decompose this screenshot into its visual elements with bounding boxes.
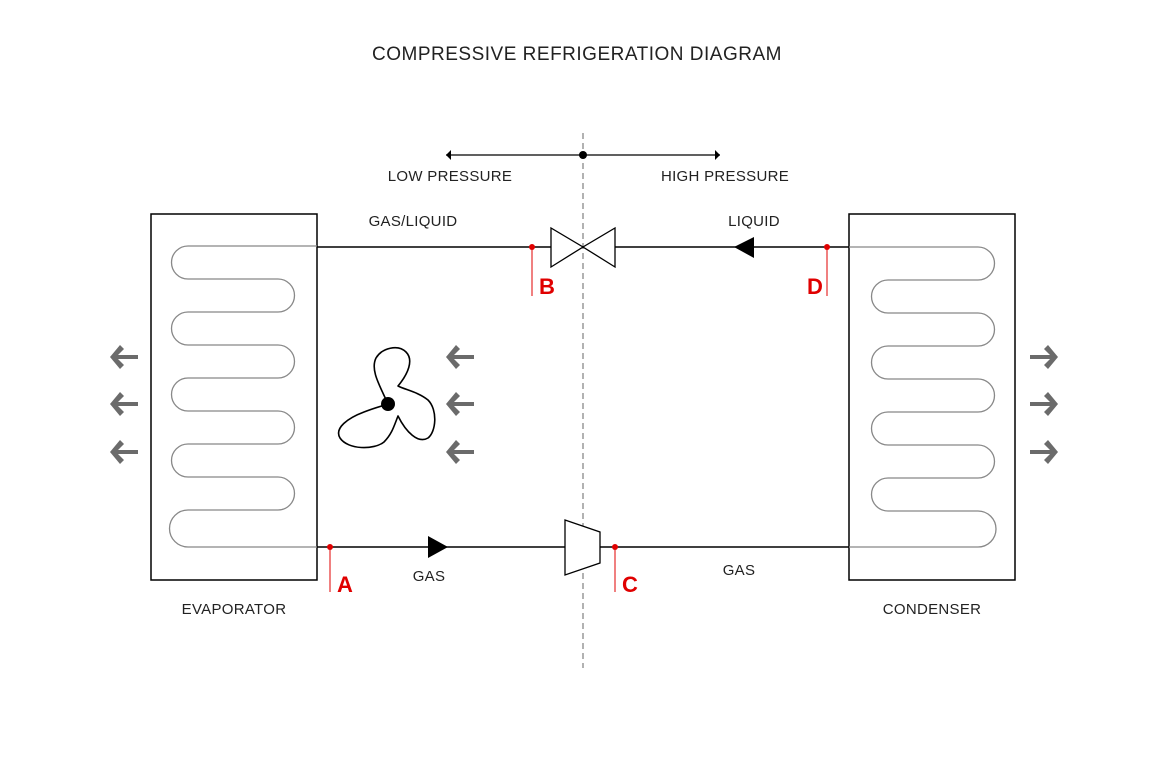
liquid-flow-arrow	[734, 237, 754, 258]
point-c-label: C	[622, 572, 638, 597]
evaporator-label: EVAPORATOR	[182, 601, 287, 618]
air-out-arrow-icon	[110, 392, 138, 416]
air-out-arrow-icon	[110, 345, 138, 369]
fan-icon	[337, 346, 436, 449]
point-d-label: D	[807, 274, 823, 299]
air-in-arrow-icon	[446, 440, 474, 464]
compressor-icon	[564, 519, 601, 576]
point-c-marker	[612, 544, 618, 592]
point-b-label: B	[539, 274, 555, 299]
point-a-marker	[327, 544, 333, 592]
point-a-label: A	[337, 572, 353, 597]
bottom-left-line-label: GAS	[413, 568, 446, 585]
heat-out-arrow-icon	[1030, 392, 1058, 416]
bottom-right-line-label: GAS	[723, 562, 756, 579]
diagram-title: COMPRESSIVE REFRIGERATION DIAGRAM	[372, 44, 782, 65]
air-in-arrow-icon	[446, 392, 474, 416]
condenser-coil	[849, 246, 997, 548]
condenser-label: CONDENSER	[883, 601, 982, 618]
evaporator-box	[150, 213, 318, 581]
heat-out-arrow-icon	[1030, 345, 1058, 369]
heat-out-arrow-icon	[1030, 440, 1058, 464]
point-d-marker	[824, 244, 830, 296]
low-pressure-label: LOW PRESSURE	[388, 168, 512, 185]
evaporator-coil	[168, 245, 317, 548]
top-right-line-label: LIQUID	[728, 213, 780, 230]
expansion-valve-icon	[550, 226, 616, 269]
top-left-line-label: GAS/LIQUID	[369, 213, 458, 230]
gas-flow-arrow	[428, 536, 448, 558]
point-b-marker	[529, 244, 535, 296]
air-out-arrow-icon	[110, 440, 138, 464]
air-in-arrow-icon	[446, 345, 474, 369]
high-pressure-label: HIGH PRESSURE	[661, 168, 789, 185]
pressure-arrow	[446, 150, 720, 160]
condenser-box	[848, 213, 1016, 581]
